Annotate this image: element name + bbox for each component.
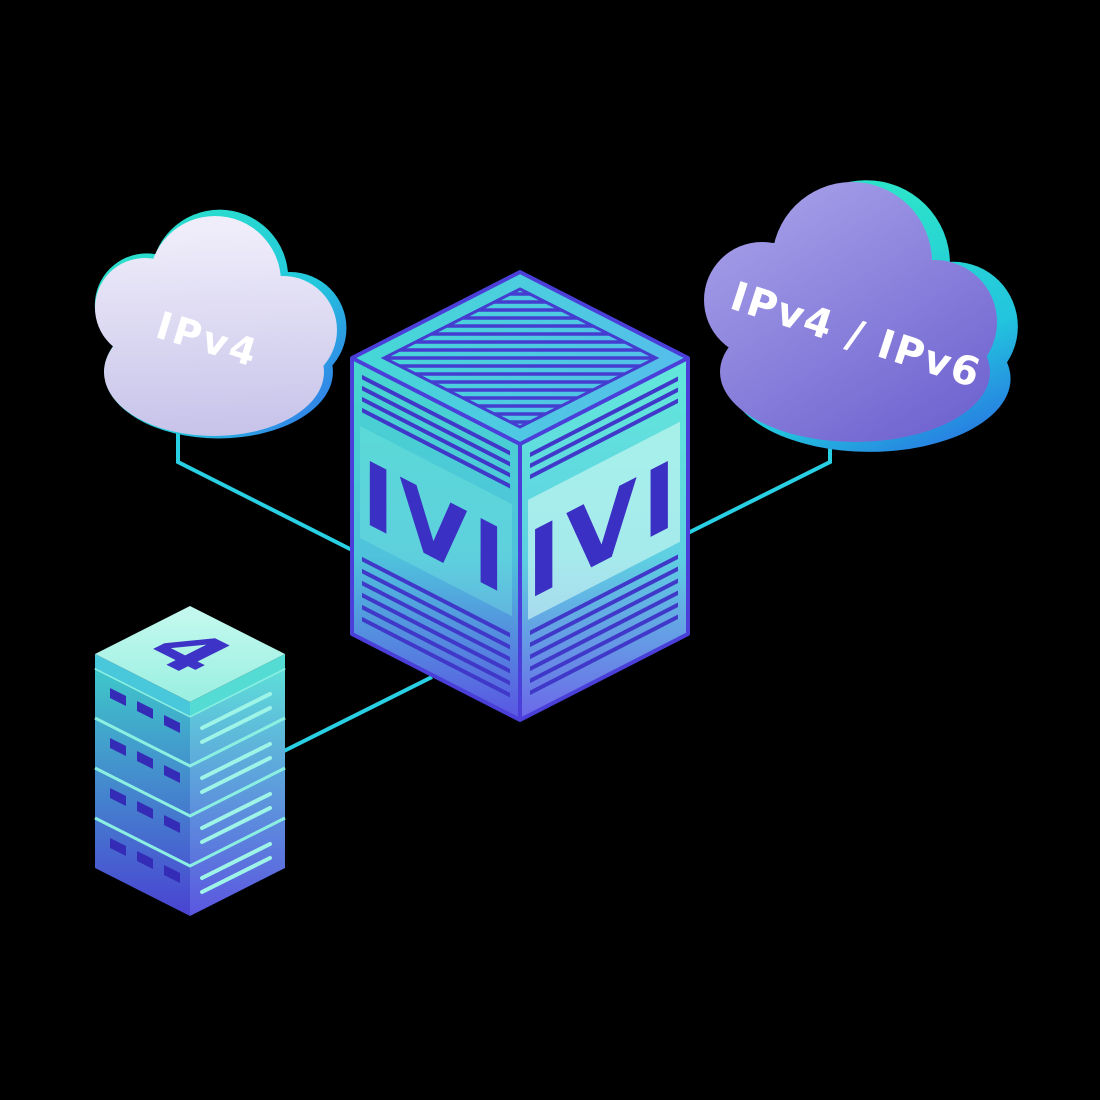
- ivi-box: IVI IVI: [350, 270, 690, 722]
- ipv4-cloud: IPv4: [94, 209, 347, 439]
- ivi-top-hatch: [380, 287, 660, 429]
- dual-stack-cloud: IPv4 / IPv6: [704, 180, 1018, 452]
- server-stack: 4: [94, 606, 286, 916]
- rack-lid: 4: [95, 606, 285, 716]
- connector-servers-to-ivi: [283, 675, 433, 753]
- ivi-box-edges: [350, 270, 690, 722]
